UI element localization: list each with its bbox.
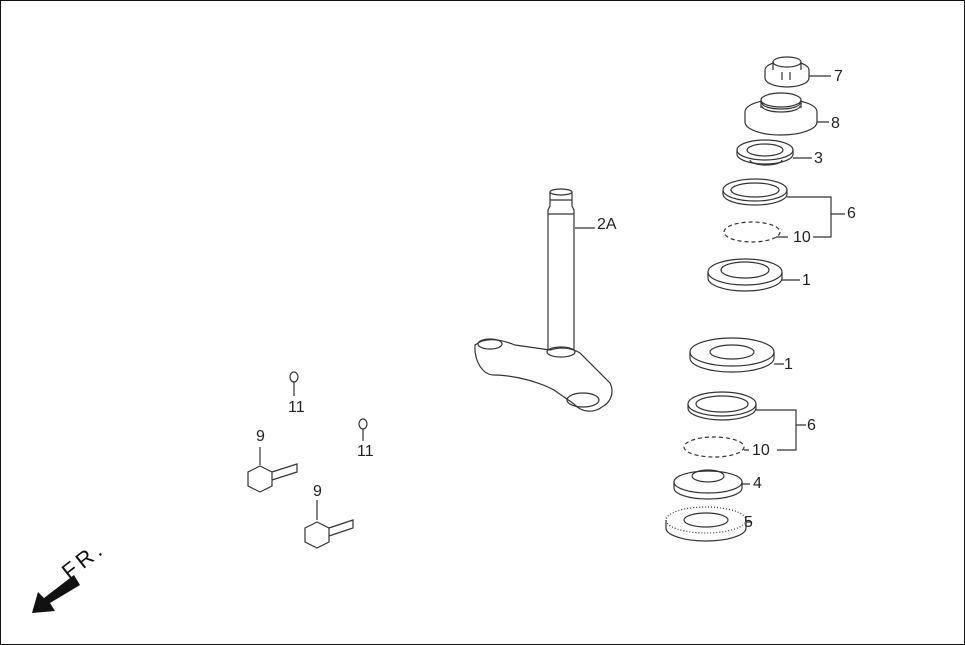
bearing-upper-icon: [722, 178, 788, 206]
callout-3: 3: [814, 150, 823, 167]
dust-seal-icon: [665, 506, 747, 542]
race-cone-icon: [736, 139, 794, 166]
callout-6-lower: 6: [807, 417, 816, 434]
steering-stem-icon: [474, 188, 613, 412]
callout-10-lower: 10: [752, 442, 770, 459]
callout-5: 5: [744, 514, 753, 531]
callout-10-upper: 10: [793, 229, 811, 246]
callout-2A: 2A: [597, 216, 617, 233]
balls-upper-icon: [723, 221, 781, 243]
callout-11-b: 11: [357, 443, 374, 460]
callout-7: 7: [834, 68, 843, 85]
lock-nut-icon: [764, 56, 810, 88]
callout-9-a: 9: [256, 428, 265, 445]
callout-11-a: 11: [288, 399, 305, 416]
washer-icon: [289, 371, 299, 383]
callout-6-upper: 6: [847, 205, 856, 222]
bolt-icon: [304, 500, 354, 549]
adjusting-nut-icon: [744, 92, 818, 136]
callout-1-lower: 1: [784, 356, 793, 373]
outer-race-lower-icon: [689, 337, 775, 373]
callout-4: 4: [753, 475, 762, 492]
arrow-front-icon: [32, 575, 80, 613]
balls-lower-icon: [683, 436, 745, 458]
callout-1-upper: 1: [802, 272, 811, 289]
washer-icon: [358, 418, 368, 430]
outer-race-upper-icon: [707, 258, 783, 292]
bolt-icon: [247, 447, 298, 493]
callout-8: 8: [831, 115, 840, 132]
callout-9-b: 9: [313, 483, 322, 500]
race-cone-lower-icon: [673, 469, 743, 500]
bearing-lower-icon: [687, 391, 757, 421]
